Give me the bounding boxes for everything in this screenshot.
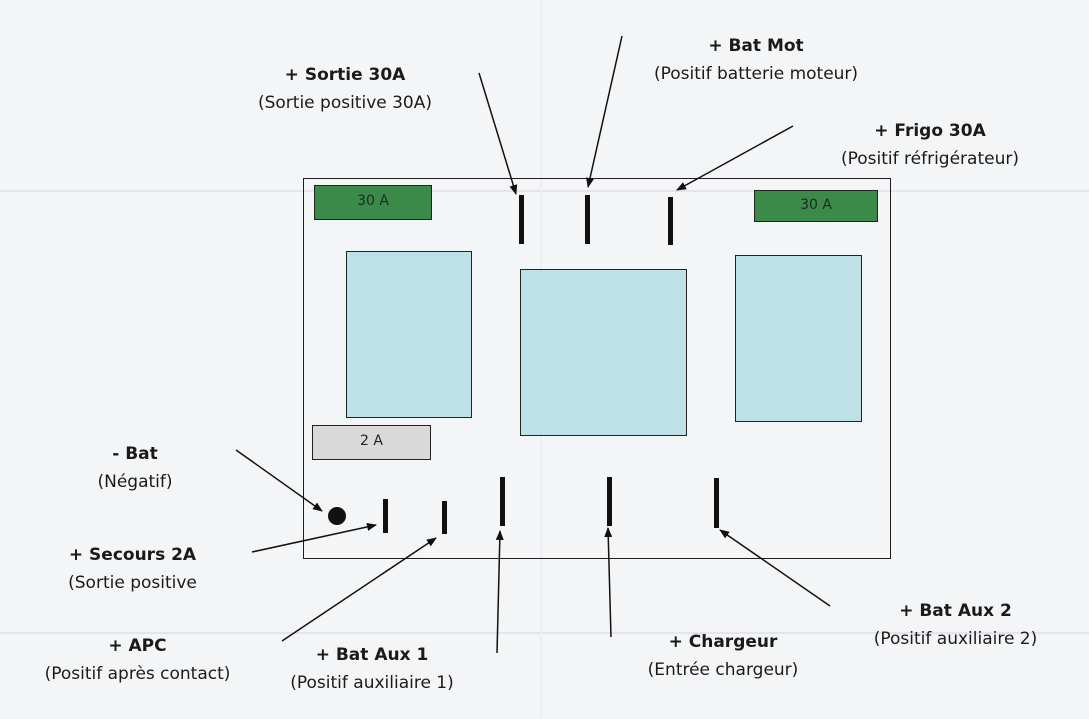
- fuse-label: 30 A: [800, 197, 832, 213]
- ground-terminal: [328, 507, 346, 525]
- fuse-30a-left: 30 A: [314, 185, 432, 220]
- label-description: (Positif batterie moteur): [653, 64, 859, 84]
- label-title: + Bat Aux 2: [899, 601, 1012, 621]
- paper-fold-line: [0, 632, 1089, 634]
- label-description: (Positif réfrigérateur): [841, 149, 1019, 169]
- terminal-apc: [442, 501, 447, 534]
- terminal-chargeur: [607, 477, 612, 526]
- label-description: (Sortie positive: [68, 573, 197, 593]
- arrow-apc: [281, 537, 437, 642]
- label-title: + Chargeur: [668, 632, 778, 652]
- terminal-frigo-30a: [668, 197, 673, 245]
- label-description: (Positif après contact): [44, 664, 231, 684]
- arrow-neg-bat: [235, 449, 323, 512]
- fuse-label: 30 A: [357, 193, 389, 209]
- paper-fold-line: [0, 190, 1089, 192]
- fuse-board-outline: [303, 178, 891, 559]
- relay-center: [520, 269, 687, 436]
- terminal-bat-aux2: [714, 478, 719, 528]
- label-chargeur: + Chargeur (Entrée chargeur): [623, 628, 823, 684]
- arrow-secours-2a: [251, 523, 377, 553]
- label-title: + Secours 2A: [68, 545, 197, 565]
- label-title: + APC: [108, 636, 167, 656]
- label-description: (Positif auxiliaire 1): [290, 673, 454, 693]
- label-description: (Entrée chargeur): [647, 660, 799, 680]
- label-bat-mot: + Bat Mot (Positif batterie moteur): [636, 32, 876, 88]
- arrow-chargeur: [604, 527, 613, 638]
- terminal-sortie-30a: [519, 195, 524, 244]
- terminal-secours-2a: [383, 499, 388, 533]
- label-bat-aux1: + Bat Aux 1 (Positif auxiliaire 1): [262, 641, 482, 697]
- label-title: + Frigo 30A: [874, 121, 986, 141]
- label-secours-2a: + Secours 2A (Sortie positive: [40, 541, 225, 597]
- label-description: (Négatif): [97, 472, 173, 492]
- label-title: + Bat Mot: [708, 36, 804, 56]
- label-description: (Sortie positive 30A): [257, 93, 433, 113]
- relay-right: [735, 255, 862, 422]
- arrow-frigo-30a: [676, 125, 794, 191]
- label-frigo-30a: + Frigo 30A (Positif réfrigérateur): [810, 117, 1050, 173]
- label-neg-bat: - Bat (Négatif): [65, 440, 205, 496]
- terminal-bat-aux1: [500, 477, 505, 526]
- fuse-30a-right: 30 A: [754, 190, 878, 222]
- terminal-bat-mot: [585, 195, 590, 244]
- label-title: + Sortie 30A: [284, 65, 406, 85]
- arrow-bat-mot: [586, 35, 623, 188]
- fuse-label: 2 A: [360, 433, 383, 449]
- label-title: - Bat: [112, 444, 158, 464]
- label-bat-aux2: + Bat Aux 2 (Positif auxiliaire 2): [853, 597, 1058, 653]
- arrow-bat-aux1: [495, 530, 504, 654]
- label-sortie-30a: + Sortie 30A (Sortie positive 30A): [225, 61, 465, 117]
- relay-left: [346, 251, 472, 418]
- label-description: (Positif auxiliaire 2): [873, 629, 1038, 649]
- fuse-2a: 2 A: [312, 425, 431, 460]
- label-apc: + APC (Positif après contact): [20, 632, 255, 688]
- label-title: + Bat Aux 1: [315, 645, 429, 665]
- arrow-sortie-30a: [478, 72, 518, 195]
- arrow-bat-aux2: [719, 529, 831, 607]
